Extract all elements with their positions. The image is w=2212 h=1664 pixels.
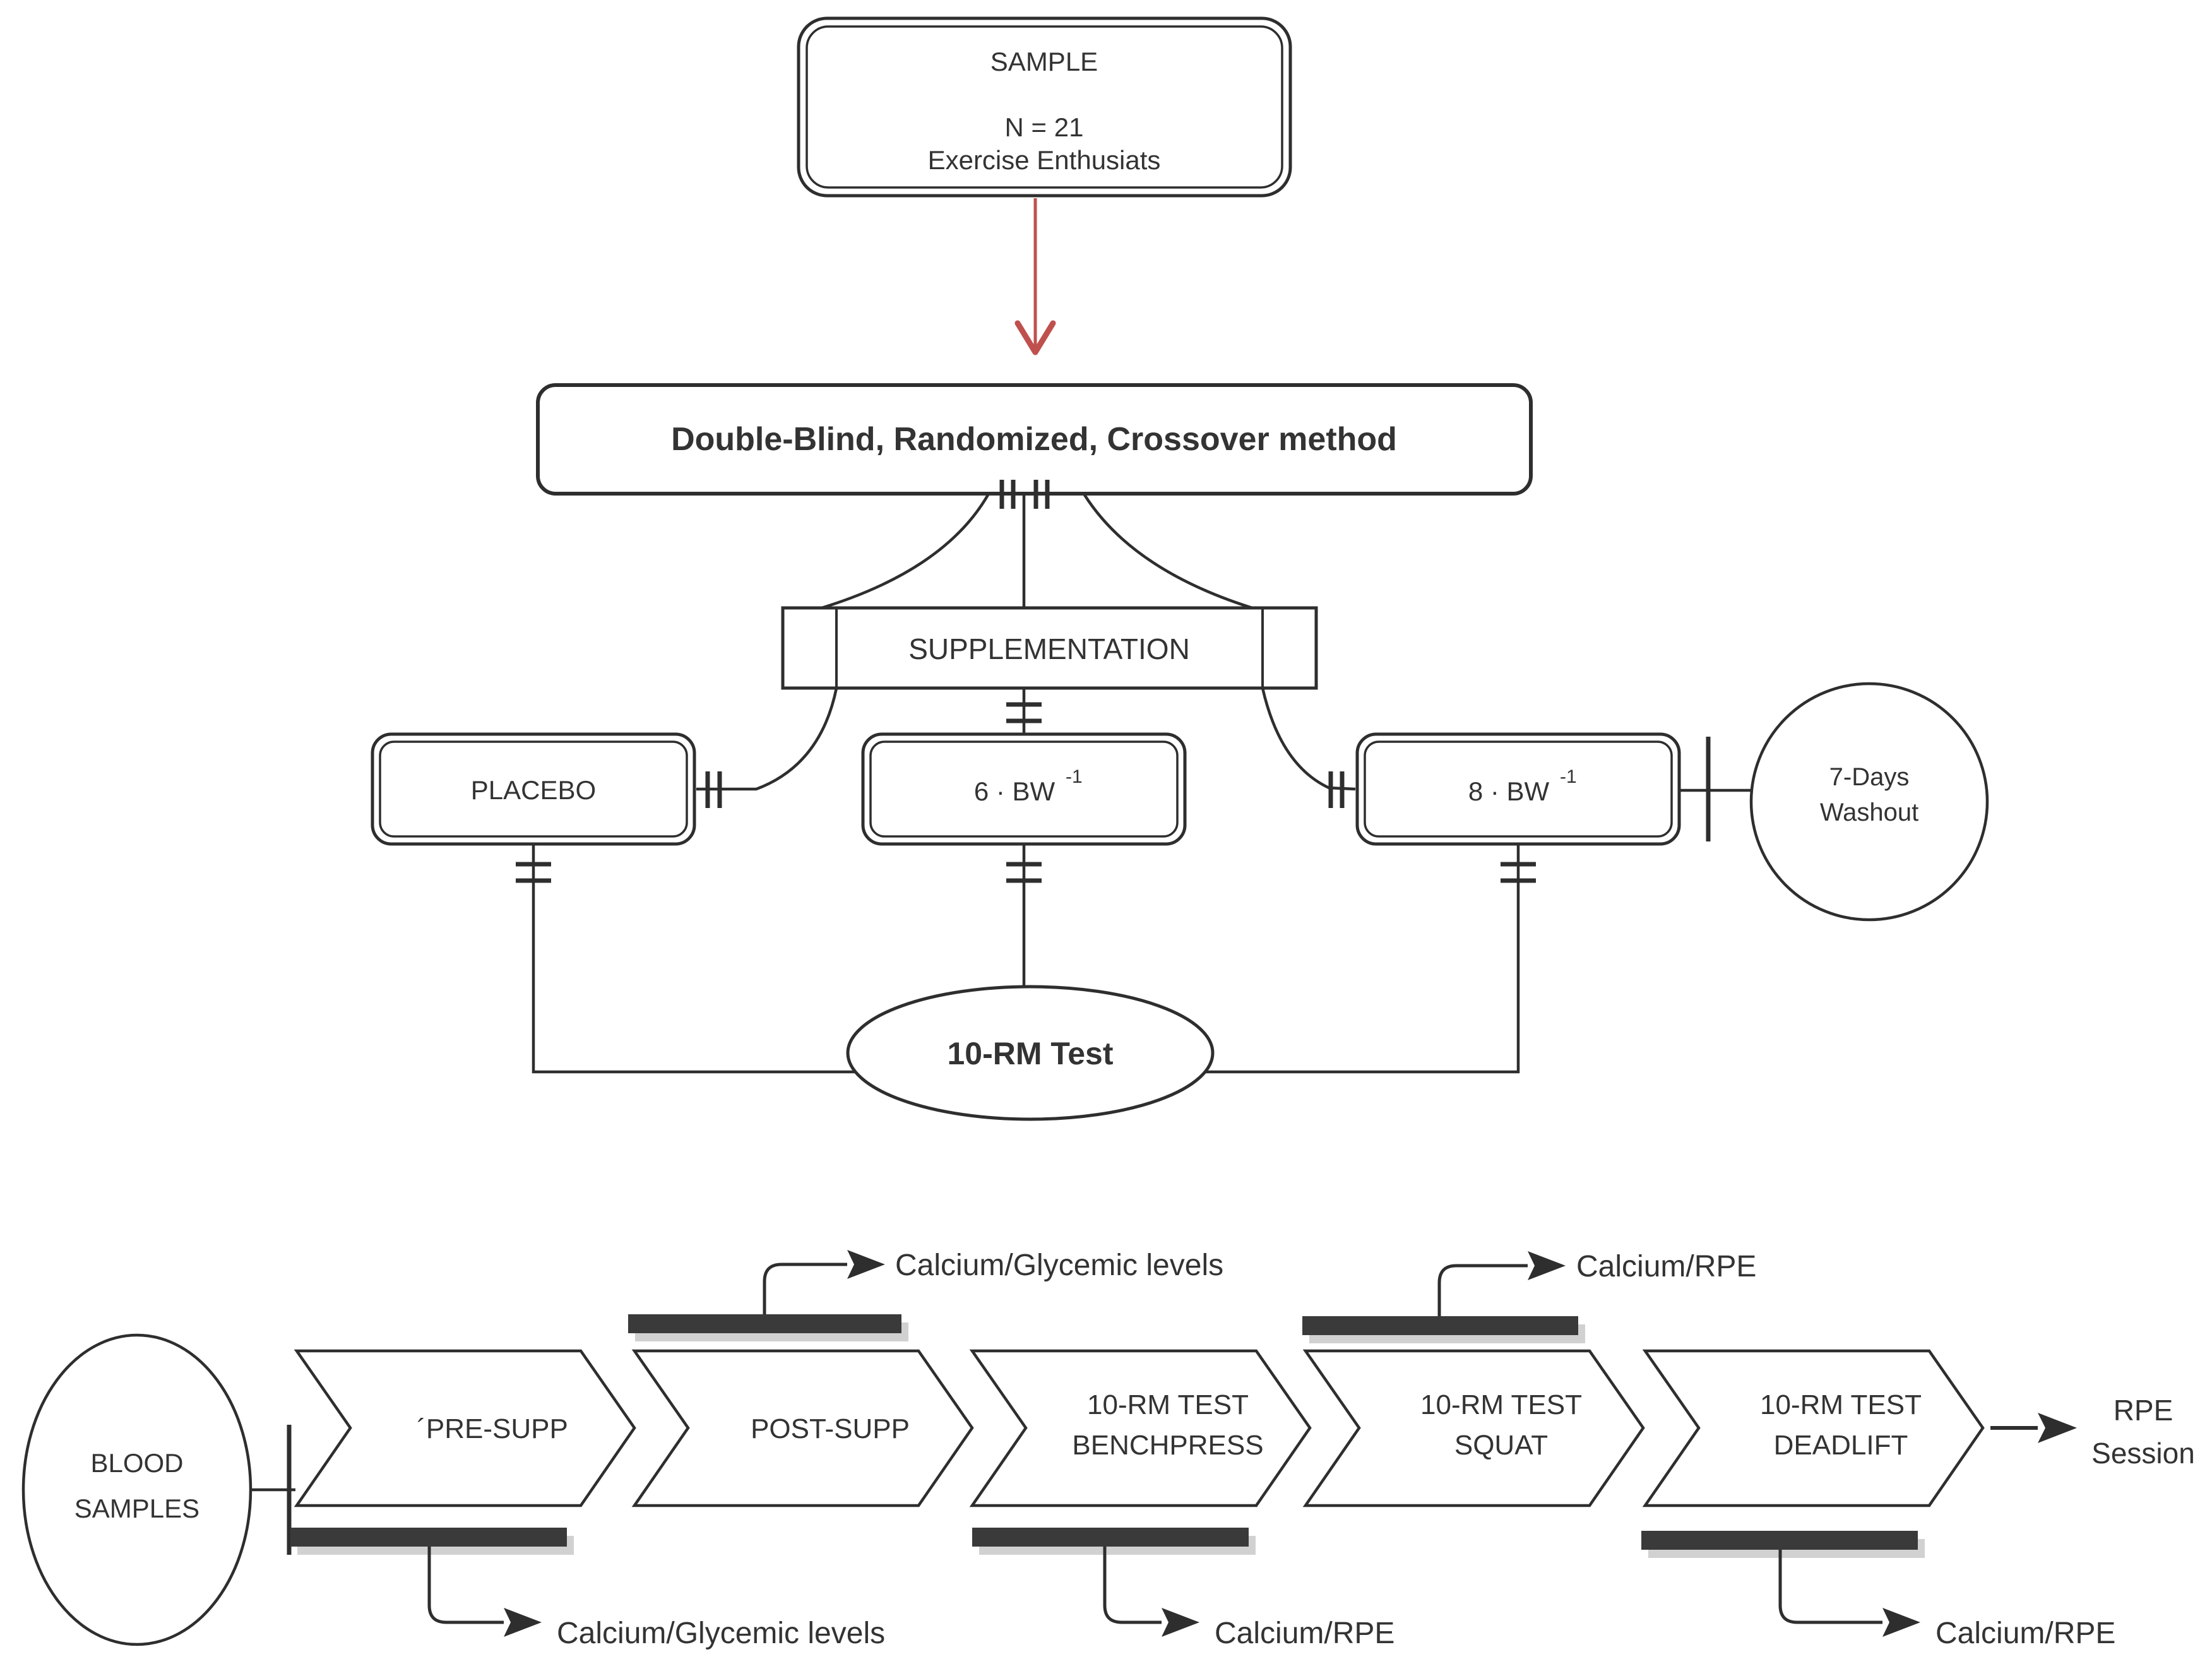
blood-samples-node: BLOOD SAMPLES — [21, 1333, 253, 1646]
blood-samples-line1: BLOOD — [90, 1448, 183, 1478]
annotation-pre-supp-bottom: Calcium/Glycemic levels — [427, 1547, 885, 1650]
annotation-post-supp-top: Calcium/Glycemic levels — [763, 1249, 1223, 1314]
sample-n: N = 21 — [1005, 112, 1084, 142]
arms-to-rmtest-connectors — [516, 844, 1536, 1074]
step-post-supp-label: POST-SUPP — [751, 1413, 910, 1444]
washout-line2: Washout — [1820, 799, 1918, 826]
annotation-arrowhead — [1882, 1608, 1920, 1637]
annotation-pre-supp-bottom-label: Calcium/Glycemic levels — [557, 1617, 885, 1650]
step-benchpress — [969, 1349, 1312, 1507]
bar-below-deadlift — [1641, 1531, 1918, 1550]
blood-samples-line2: SAMPLES — [74, 1494, 199, 1523]
step-deadlift-label1: 10-RM TEST — [1760, 1389, 1922, 1420]
timeline-steps: ´PRE-SUPP POST-SUPP 10-RM TEST BENCHPRES… — [294, 1349, 1985, 1507]
annotation-squat-top: Calcium/RPE — [1437, 1250, 1756, 1316]
sample-node: SAMPLE N = 21 Exercise Enthusiats — [797, 16, 1292, 198]
bar-above-post-supp — [628, 1314, 901, 1333]
annotation-post-supp-top-label: Calcium/Glycemic levels — [895, 1249, 1223, 1282]
bar-below-pre-supp — [290, 1528, 567, 1547]
annotation-arrowhead — [847, 1250, 885, 1279]
sample-title: SAMPLE — [990, 47, 1098, 76]
annotation-deadlift-bottom: Calcium/RPE — [1778, 1550, 2115, 1650]
dose-6bw-label: 6 · BW — [974, 776, 1055, 806]
annotation-arrowhead — [1528, 1251, 1566, 1280]
annotation-arrowhead — [504, 1608, 542, 1637]
supplementation-node: SUPPLEMENTATION — [781, 606, 1318, 690]
rpe-session-line1: RPE — [2114, 1394, 2173, 1427]
annotation-squat-top-label: Calcium/RPE — [1576, 1250, 1756, 1283]
dose-8bw-label: 8 · BW — [1468, 776, 1550, 806]
rpe-session-end: RPE Session — [1990, 1394, 2195, 1470]
red-arrow — [1014, 198, 1056, 355]
dose-6bw-superscript: -1 — [1066, 766, 1083, 787]
step-post-supp — [631, 1349, 974, 1507]
washout-line1: 7-Days — [1829, 763, 1910, 791]
dose-8bw-node: 8 · BW -1 — [1355, 732, 1681, 846]
emphasis-bars — [290, 1314, 1925, 1558]
step-benchpress-label1: 10-RM TEST — [1087, 1389, 1249, 1420]
method-node: Double-Blind, Randomized, Crossover meth… — [536, 383, 1533, 496]
rpe-session-arrowhead — [2038, 1413, 2077, 1443]
dose-6bw-node: 6 · BW -1 — [861, 732, 1187, 846]
dose8-to-washout-connector — [1679, 737, 1751, 841]
placebo-node: PLACEBO — [371, 732, 696, 846]
supplementation-label: SUPPLEMENTATION — [908, 633, 1190, 665]
supplementation-arm-connectors — [696, 687, 1356, 808]
dose-8bw-superscript: -1 — [1560, 766, 1577, 787]
sample-population: Exercise Enthusiats — [928, 145, 1161, 175]
crossover-tick-marks — [999, 480, 1050, 509]
annotation-benchpress-bottom: Calcium/RPE — [1103, 1547, 1394, 1650]
rpe-session-line2: Session — [2091, 1437, 2195, 1470]
annotation-deadlift-bottom-label: Calcium/RPE — [1936, 1617, 2115, 1650]
washout-node: 7-Days Washout — [1749, 682, 1989, 922]
step-squat-label1: 10-RM TEST — [1420, 1389, 1582, 1420]
step-pre-supp-label: ´PRE-SUPP — [417, 1413, 568, 1444]
annotation-arrowhead — [1162, 1608, 1199, 1637]
placebo-label: PLACEBO — [471, 775, 596, 805]
method-label: Double-Blind, Randomized, Crossover meth… — [671, 421, 1397, 458]
annotation-benchpress-bottom-label: Calcium/RPE — [1215, 1617, 1394, 1650]
rm-test-node: 10-RM Test — [846, 985, 1215, 1121]
method-to-supplementation-connectors — [817, 494, 1257, 611]
step-squat — [1302, 1349, 1645, 1507]
blood-to-presupp-connector — [251, 1425, 295, 1555]
step-deadlift — [1642, 1349, 1985, 1507]
rm-test-label: 10-RM Test — [947, 1036, 1113, 1071]
bar-above-squat — [1302, 1316, 1578, 1335]
bar-below-benchpress — [972, 1528, 1249, 1547]
step-pre-supp — [294, 1349, 636, 1507]
step-benchpress-label2: BENCHPRESS — [1072, 1430, 1263, 1461]
step-squat-label2: SQUAT — [1454, 1430, 1548, 1461]
step-deadlift-label2: DEADLIFT — [1774, 1430, 1908, 1461]
